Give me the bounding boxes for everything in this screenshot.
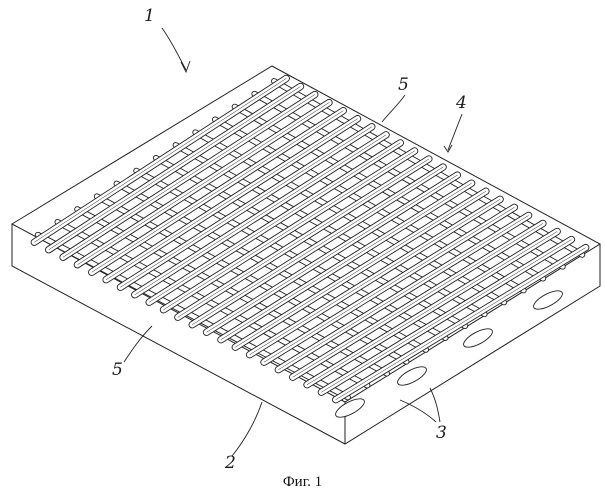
tube-end [461, 325, 495, 351]
tube-end [531, 287, 565, 313]
label-tubes: 3 [436, 425, 447, 442]
leader-assembly [162, 28, 186, 70]
leader-tubes-a [400, 400, 436, 422]
figure-caption: Фиг. 1 [0, 474, 605, 491]
label-grid: 4 [456, 95, 467, 112]
label-rod-left: 5 [112, 362, 123, 379]
leader-base-block [232, 402, 262, 456]
arrow-grid [444, 145, 452, 152]
leader-tubes-b [430, 388, 440, 422]
label-rod-top: 5 [398, 77, 409, 94]
leader-rod-top [382, 95, 405, 122]
label-assembly: 1 [144, 8, 155, 25]
label-base-block: 2 [225, 455, 236, 472]
leader-grid [448, 114, 462, 150]
tube-end [395, 363, 429, 389]
leader-rod-left [124, 326, 152, 362]
